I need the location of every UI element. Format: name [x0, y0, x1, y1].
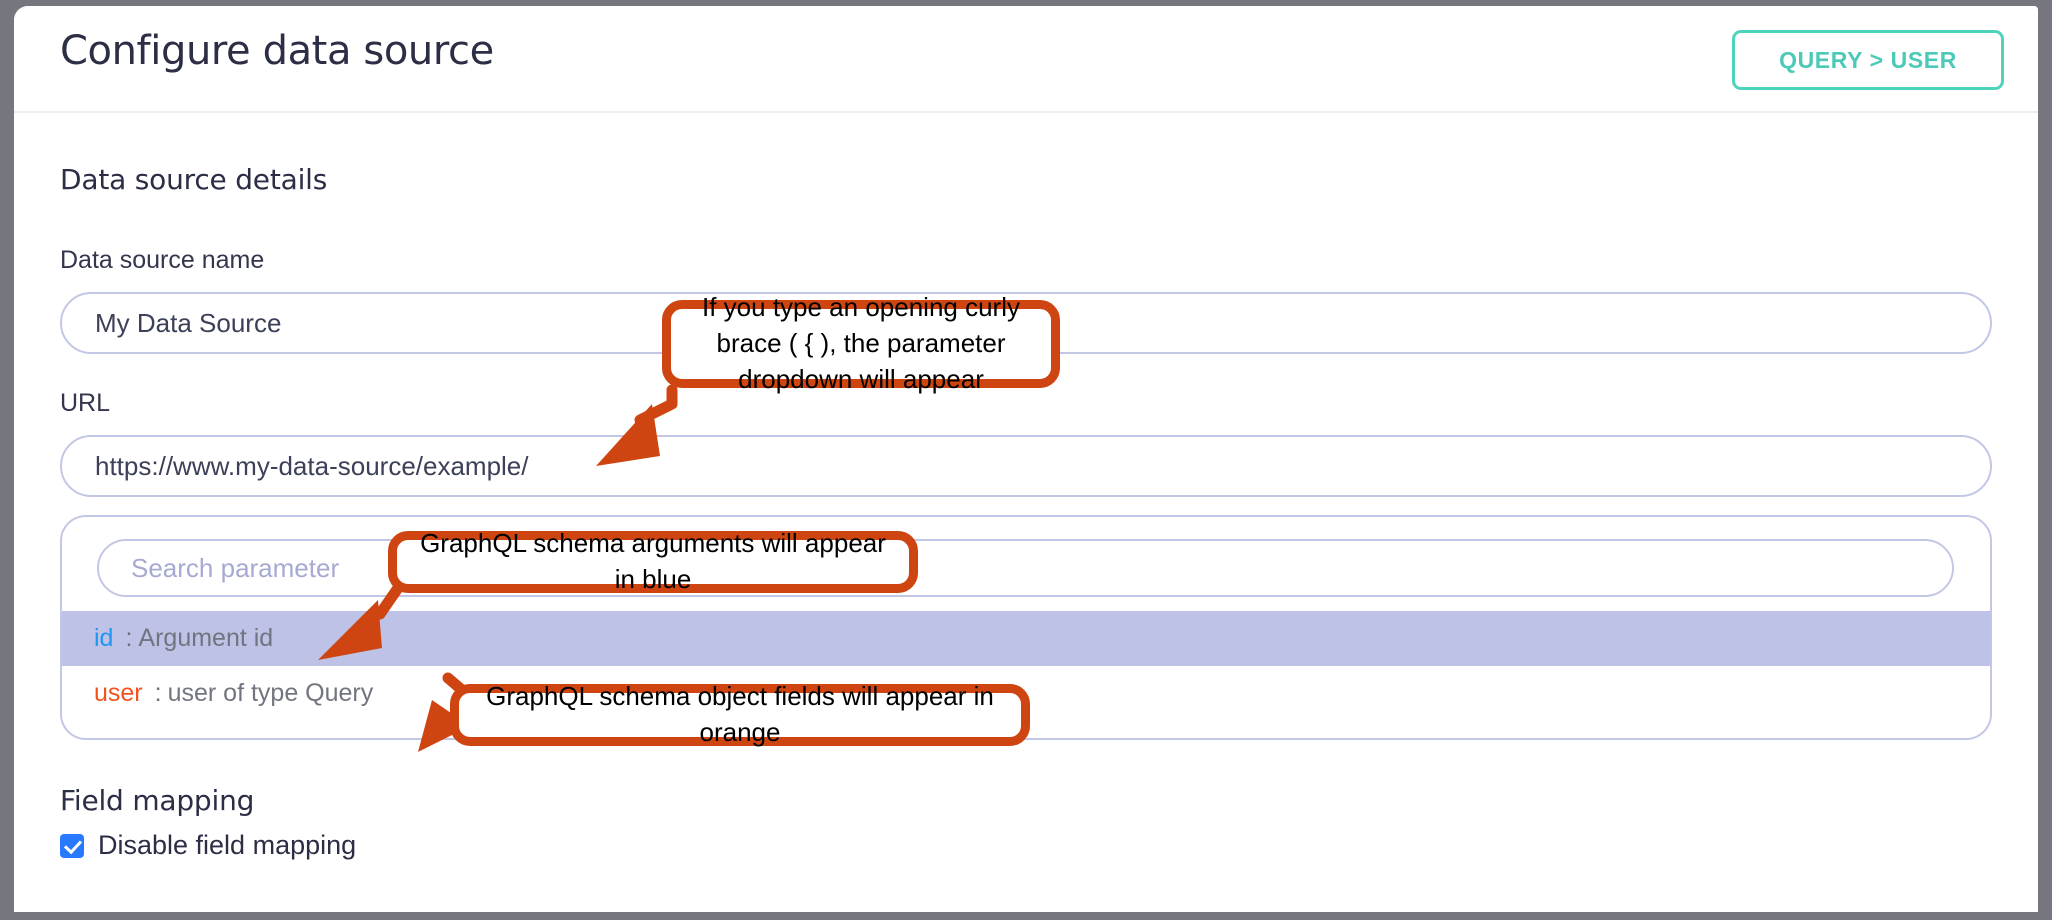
card-body: Data source details Data source name My … — [14, 115, 2038, 912]
search-parameter-input[interactable]: Search parameter — [97, 539, 1954, 597]
section-heading-data-source-details: Data source details — [60, 163, 328, 196]
parameter-key: id — [94, 624, 114, 652]
parameter-description: Argument id — [138, 624, 274, 652]
query-user-button[interactable]: QUERY > USER — [1732, 30, 2004, 90]
card-header: Configure data source QUERY > USER — [14, 6, 2038, 113]
checkbox-checked-icon[interactable] — [60, 833, 84, 858]
annotation-callout-curly-brace-hint: If you type an opening curly brace ( { )… — [662, 292, 1060, 394]
label-url: URL — [60, 389, 111, 417]
annotation-callout-blue-arguments-hint: GraphQL schema arguments will appear in … — [388, 528, 918, 594]
parameter-key: user — [94, 679, 143, 707]
parameter-description: user of type Query — [167, 679, 374, 707]
parameter-separator: : — [125, 624, 133, 652]
parameter-option-user[interactable]: user : user of type Query — [62, 666, 1990, 721]
label-data-source-name: Data source name — [60, 246, 265, 274]
page-title: Configure data source — [60, 28, 494, 74]
disable-field-mapping-checkbox-row[interactable]: Disable field mapping — [60, 830, 356, 861]
disable-field-mapping-label: Disable field mapping — [98, 830, 357, 860]
configure-data-source-card: Configure data source QUERY > USER Data … — [14, 6, 2038, 912]
parameter-separator: : — [154, 679, 162, 707]
parameter-option-id[interactable]: id : Argument id — [62, 611, 1990, 666]
annotation-callout-orange-fields-hint: GraphQL schema object fields will appear… — [450, 681, 1030, 747]
section-heading-field-mapping: Field mapping — [60, 784, 255, 817]
url-input[interactable]: https://www.my-data-source/example/ — [60, 435, 1992, 497]
